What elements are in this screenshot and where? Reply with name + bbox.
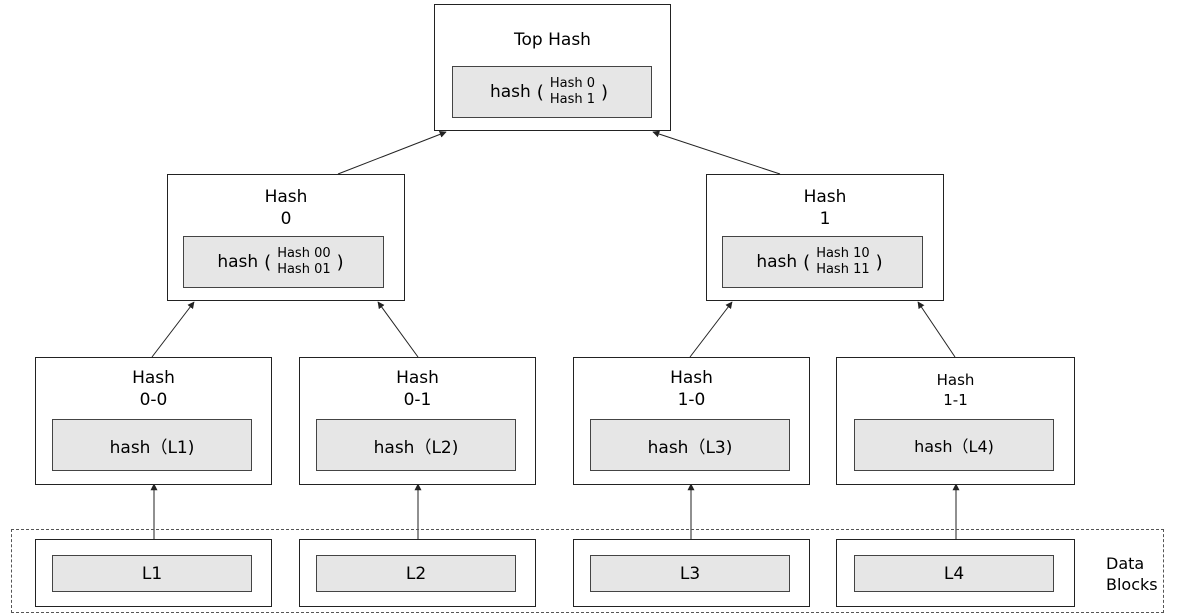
hash-1-title-line1: Hash	[803, 187, 847, 207]
hash-0-1-node: Hash 0-1 hash（L2)	[299, 357, 536, 485]
data-block-L2: L2	[299, 539, 536, 607]
open-paren: (	[536, 81, 544, 103]
data-blocks-label: Data Blocks	[1106, 553, 1158, 595]
top-hash-node: Top Hash hash ( Hash 0 Hash 1 )	[434, 4, 671, 131]
hash-1-node: Hash 1 hash ( Hash 10 Hash 11 )	[706, 174, 944, 301]
hash-1-0-formula: hash（L3)	[590, 419, 790, 471]
hash-0-1-title-line2: 0-1	[403, 390, 432, 410]
close-paren: )	[336, 251, 344, 273]
hash-1-1-formula: hash（L4)	[854, 419, 1054, 471]
data-block-L1-label: L1	[52, 555, 252, 592]
hash-0-0-title-line2: 0-0	[139, 390, 168, 410]
edge-hash1-to-top	[652, 130, 781, 175]
hash-0-formula: hash ( Hash 00 Hash 01 )	[183, 236, 384, 288]
hash-arg: Hash 10	[816, 246, 870, 261]
hash-0-title-line2: 0	[280, 209, 292, 229]
edge-hash00-to-hash0	[151, 301, 195, 358]
data-blocks-frame	[11, 529, 1164, 613]
hash-1-1-node: Hash 1-1 hash（L4)	[836, 357, 1075, 485]
hash-function: hash	[756, 252, 798, 272]
close-paren: )	[875, 251, 883, 273]
hash-args: Hash 10 Hash 11	[816, 246, 869, 278]
hash-arg: Hash 00	[277, 246, 331, 261]
hash-1-0-title-line1: Hash	[670, 368, 713, 388]
hash-arg: Hash 0	[549, 76, 595, 91]
hash-0-1-formula: hash（L2)	[316, 419, 516, 471]
data-blocks-label-line1: Data	[1106, 554, 1145, 573]
open-paren: (	[803, 251, 811, 273]
hash-0-1-title-line1: Hash	[396, 368, 439, 388]
edge-hash11-to-hash1	[917, 301, 956, 358]
hash-1-0-node: Hash 1-0 hash（L3)	[573, 357, 810, 485]
top-hash-formula: hash ( Hash 0 Hash 1 )	[452, 66, 652, 118]
hash-function: hash	[217, 252, 259, 272]
close-paren: )	[601, 81, 609, 103]
hash-args: Hash 0 Hash 1	[550, 76, 595, 108]
hash-arg: Hash 01	[277, 262, 331, 277]
top-hash-title: Top Hash	[514, 30, 591, 50]
hash-1-0-title-line2: 1-0	[677, 390, 706, 410]
data-block-L4: L4	[836, 539, 1075, 607]
open-paren: (	[264, 251, 272, 273]
data-block-L3: L3	[573, 539, 810, 607]
edge-hash01-to-hash0	[377, 301, 419, 358]
hash-0-node: Hash 0 hash ( Hash 00 Hash 01 )	[167, 174, 405, 301]
hash-1-1-title-line1: Hash	[936, 371, 975, 389]
hash-1-formula: hash ( Hash 10 Hash 11 )	[722, 236, 923, 288]
edge-hash10-to-hash1	[689, 301, 733, 358]
data-block-L3-label: L3	[590, 555, 790, 592]
hash-function: hash	[489, 82, 531, 102]
data-block-L1: L1	[35, 539, 272, 607]
hash-0-0-title-line1: Hash	[132, 368, 175, 388]
data-block-L2-label: L2	[316, 555, 516, 592]
hash-0-title-line1: Hash	[264, 187, 308, 207]
hash-args: Hash 00 Hash 01	[277, 246, 330, 278]
hash-0-0-formula: hash（L1)	[52, 419, 252, 471]
data-block-L4-label: L4	[854, 555, 1054, 592]
edge-hash0-to-top	[337, 131, 447, 175]
hash-arg: Hash 1	[549, 92, 595, 107]
hash-1-title-line2: 1	[819, 209, 831, 229]
hash-0-0-node: Hash 0-0 hash（L1)	[35, 357, 272, 485]
data-blocks-label-line2: Blocks	[1106, 575, 1158, 594]
hash-1-1-title-line2: 1-1	[943, 391, 968, 409]
hash-arg: Hash 11	[816, 262, 870, 277]
